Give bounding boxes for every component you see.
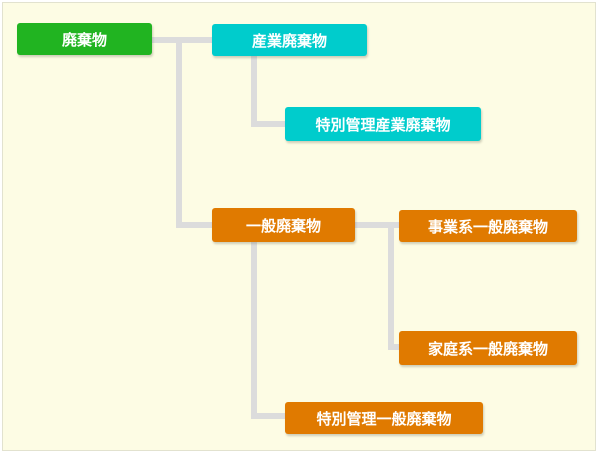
connector-to-household	[388, 344, 401, 350]
connector-to-special-industrial	[251, 121, 287, 127]
node-industrial-waste: 産業廃棄物	[212, 24, 367, 56]
connector-root-horizontal	[152, 37, 214, 43]
node-special-industrial-waste: 特別管理産業廃棄物	[285, 107, 481, 141]
node-general-waste: 一般廃棄物	[212, 208, 355, 242]
connector-root-vertical	[176, 37, 182, 228]
node-special-general-waste: 特別管理一般廃棄物	[285, 402, 483, 434]
connector-industrial-vertical	[251, 54, 257, 126]
connector-to-general	[176, 222, 214, 228]
node-business-general-waste: 事業系一般廃棄物	[399, 210, 577, 242]
node-waste: 廃棄物	[17, 23, 152, 55]
connector-general-vertical	[251, 240, 257, 419]
connector-to-special-general	[251, 413, 287, 419]
node-household-general-waste: 家庭系一般廃棄物	[399, 331, 577, 365]
connector-general-horizontal	[353, 222, 401, 228]
connector-general-sub-vertical	[388, 222, 394, 350]
